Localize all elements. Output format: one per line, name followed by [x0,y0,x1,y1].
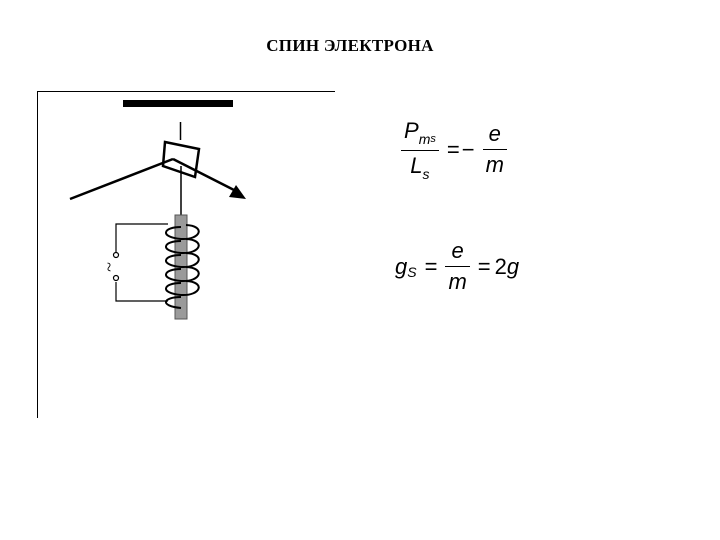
slide-title: СПИН ЭЛЕКТРОНА [266,36,434,55]
circuit-wire-top [115,223,168,252]
coefficient-two: 2 [494,253,507,279]
gyromagnetic-ratio-formula: Pms Ls = − e m [397,118,511,182]
e-symbol: e [488,121,501,146]
l-symbol: L [410,153,423,178]
equals-sign: = [424,253,438,279]
ac-terminal-top [112,251,120,259]
s-subsubscript: s [430,133,436,145]
m-symbol: m [485,152,504,177]
reflected-light-beam [172,157,235,192]
m-subscript: m [418,131,431,147]
g-symbol: g [395,253,408,279]
support-bar [123,100,233,107]
fraction-e-over-m: e m [445,238,470,295]
minus-sign: − [461,136,475,162]
incident-light-beam [69,157,174,201]
ac-symbol: ~ [99,262,119,272]
g-symbol-rhs: g [506,253,520,279]
e-symbol: e [451,238,464,263]
s-subscript: S [407,263,417,280]
reflected-beam-arrowhead [229,185,246,199]
ac-terminal-bottom [112,274,120,282]
circuit-wire-bottom [115,282,168,302]
equals-sign-2: = [477,253,491,279]
m-symbol: m [448,269,467,294]
p-symbol: P [404,118,419,143]
s-subscript: s [422,166,430,182]
fraction-pms-over-ls: Pms Ls [401,118,439,182]
mirror [161,140,201,179]
fraction-e-over-m: e m [482,121,507,178]
solenoid-coil [165,224,200,309]
equals-sign: = [446,136,460,162]
